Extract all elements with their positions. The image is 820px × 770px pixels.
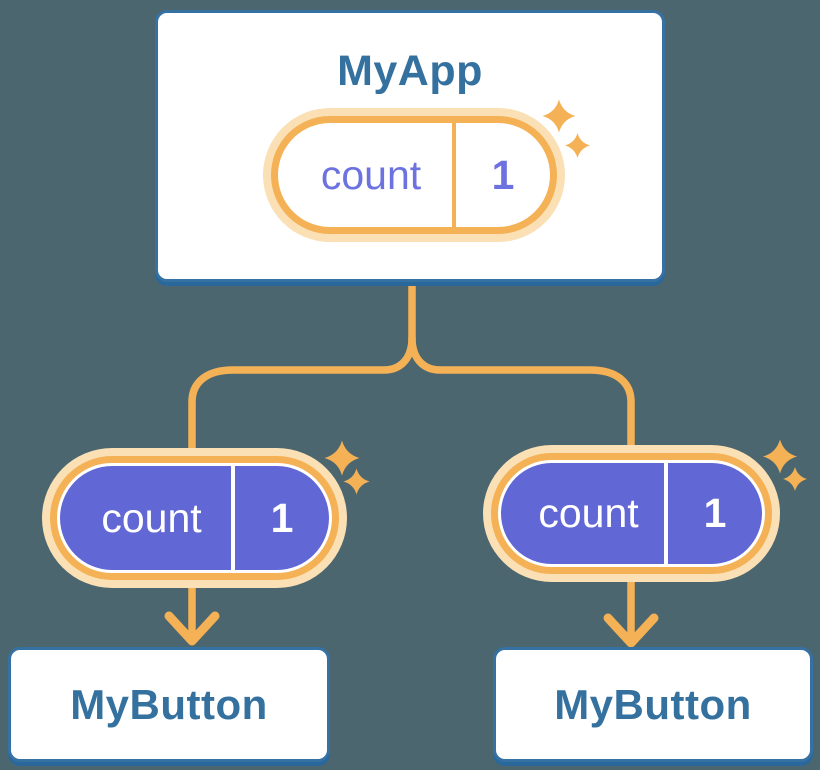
pill-divider — [231, 466, 235, 570]
arrow-down-icon — [164, 611, 220, 646]
sparkle-icon — [343, 468, 370, 495]
pill-divider — [664, 463, 668, 564]
state-name-label: count — [101, 494, 202, 541]
component-title: MyButton — [554, 680, 752, 728]
left-child-state-pill: count 1 — [42, 448, 347, 588]
right-child-state-pill: count 1 — [483, 445, 780, 582]
state-name-label: count — [538, 490, 639, 536]
mybutton-card-right: MyButton — [493, 647, 813, 762]
state-name-label: count — [320, 151, 422, 198]
component-title: MyApp — [337, 46, 483, 95]
pill-divider — [452, 123, 456, 227]
root-state-pill: count 1 — [263, 108, 565, 242]
mybutton-card-left: MyButton — [8, 647, 330, 762]
component-title: MyButton — [70, 680, 268, 728]
state-value: 1 — [491, 151, 515, 198]
state-value: 1 — [270, 494, 294, 541]
sparkle-icon — [324, 440, 360, 476]
sparkle-icon — [783, 467, 807, 491]
sparkle-icon — [763, 439, 797, 474]
state-value: 1 — [703, 490, 727, 536]
arrow-down-icon — [603, 613, 659, 648]
